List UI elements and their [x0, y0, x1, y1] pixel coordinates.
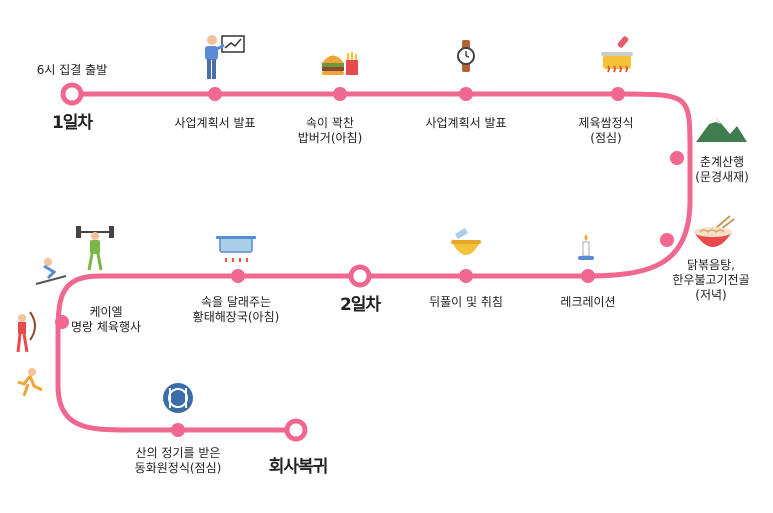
start-label: 6시 집결 출발 — [36, 63, 108, 77]
sports-icon — [16, 226, 114, 397]
stop-label-11: 산의 정기를 받은 동화원정식(점심) — [134, 446, 222, 475]
stop-dot — [459, 87, 473, 101]
presentation-icon — [205, 35, 245, 79]
dining-icon — [163, 383, 193, 413]
burger-icon — [322, 52, 358, 75]
stop-label-1: 사업계획서 발표 — [174, 116, 256, 130]
bowl-icon — [451, 228, 481, 255]
stop-dot — [231, 269, 245, 283]
end-node — [284, 418, 308, 442]
cooking-pot-icon — [601, 36, 633, 73]
start-node — [60, 82, 84, 106]
soup-pot-icon — [216, 236, 256, 262]
stop-dot — [611, 87, 625, 101]
stop-dot — [581, 269, 595, 283]
stop-label-3: 사업계획서 발표 — [425, 116, 507, 130]
mountain-icon — [696, 116, 747, 142]
stop-label-9: 속을 달래주는 황태해장국(아침) — [192, 295, 280, 324]
stop-dot — [660, 233, 674, 247]
stop-label-8: 뒤풀이 및 취침 — [429, 295, 503, 309]
stop-dot — [55, 315, 69, 329]
stop-dot — [171, 423, 185, 437]
stop-label-5: 춘계산행 (문경새재) — [695, 155, 749, 184]
day2-label: 2일차 — [339, 295, 381, 315]
stop-label-2: 속이 꽉찬 밥버거(아침) — [297, 116, 363, 145]
day2-node — [348, 264, 372, 288]
stop-dot — [670, 151, 684, 165]
day1-label: 1일차 — [51, 113, 93, 133]
candle-icon — [578, 234, 594, 260]
stop-label-7: 레크레이션 — [560, 295, 616, 309]
stop-label-10: 케이엘 명랑 체육행사 — [70, 305, 142, 334]
stop-dot — [333, 87, 347, 101]
stop-dot — [208, 87, 222, 101]
stop-label-4: 제육쌈정식 (점심) — [578, 116, 634, 145]
watch-icon — [457, 40, 475, 72]
stop-label-6: 닭볶음탕, 한우불고기전골 (저녁) — [672, 258, 750, 302]
noodle-bowl-icon — [694, 215, 735, 247]
end-label: 회사복귀 — [268, 457, 329, 477]
stop-dot — [459, 269, 473, 283]
